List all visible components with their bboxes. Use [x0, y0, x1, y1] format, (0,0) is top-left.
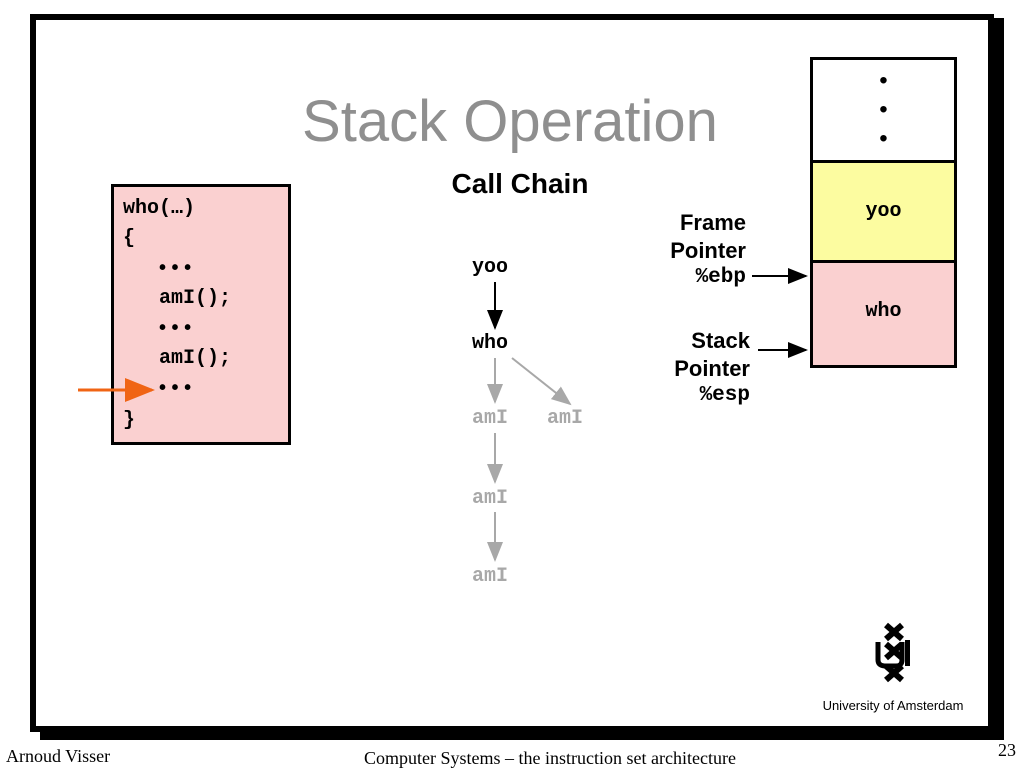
- stack-diagram: • • • yoo who: [810, 57, 957, 368]
- stack-dot: •: [879, 125, 888, 152]
- code-line: • • •: [159, 257, 192, 279]
- call-chain-heading: Call Chain: [451, 168, 589, 199]
- chain-node-who: who: [472, 332, 509, 355]
- stack-upper-region: • • •: [813, 60, 954, 163]
- footer-author: Arnoud Visser: [6, 746, 111, 766]
- chain-node-ami: amI: [472, 565, 509, 588]
- chain-node-ami: amI: [472, 407, 509, 430]
- code-line: amI();: [159, 347, 232, 370]
- code-line: }: [123, 409, 136, 432]
- slide-number: 23: [998, 740, 1016, 760]
- footer-course-title: Computer Systems – the instruction set a…: [364, 748, 736, 768]
- stack-dot: •: [879, 96, 888, 123]
- slide-title: Stack Operation: [302, 89, 718, 154]
- stack-dot: •: [879, 67, 888, 94]
- chain-node-ami: amI: [547, 407, 584, 430]
- uva-logo-icon: [875, 622, 910, 683]
- code-line: amI();: [159, 287, 232, 310]
- frame-pointer-label: Frame Pointer %ebp: [670, 210, 746, 289]
- code-line: {: [123, 227, 136, 250]
- uva-logo-text: University of Amsterdam: [822, 698, 964, 713]
- code-line: • • •: [159, 317, 192, 339]
- stack-frame-yoo: yoo: [813, 163, 954, 263]
- chain-node-ami: amI: [472, 487, 509, 510]
- chain-arrow-who-ami2: [511, 357, 572, 406]
- stack-pointer-label: Stack Pointer %esp: [674, 328, 750, 407]
- code-line: who(…): [123, 197, 196, 220]
- stack-frame-who: who: [813, 263, 954, 365]
- chain-node-yoo: yoo: [472, 256, 509, 279]
- who-code-box: who(…) { • • • amI(); • • • amI(); • • •…: [111, 184, 291, 445]
- code-line: • • •: [159, 377, 192, 399]
